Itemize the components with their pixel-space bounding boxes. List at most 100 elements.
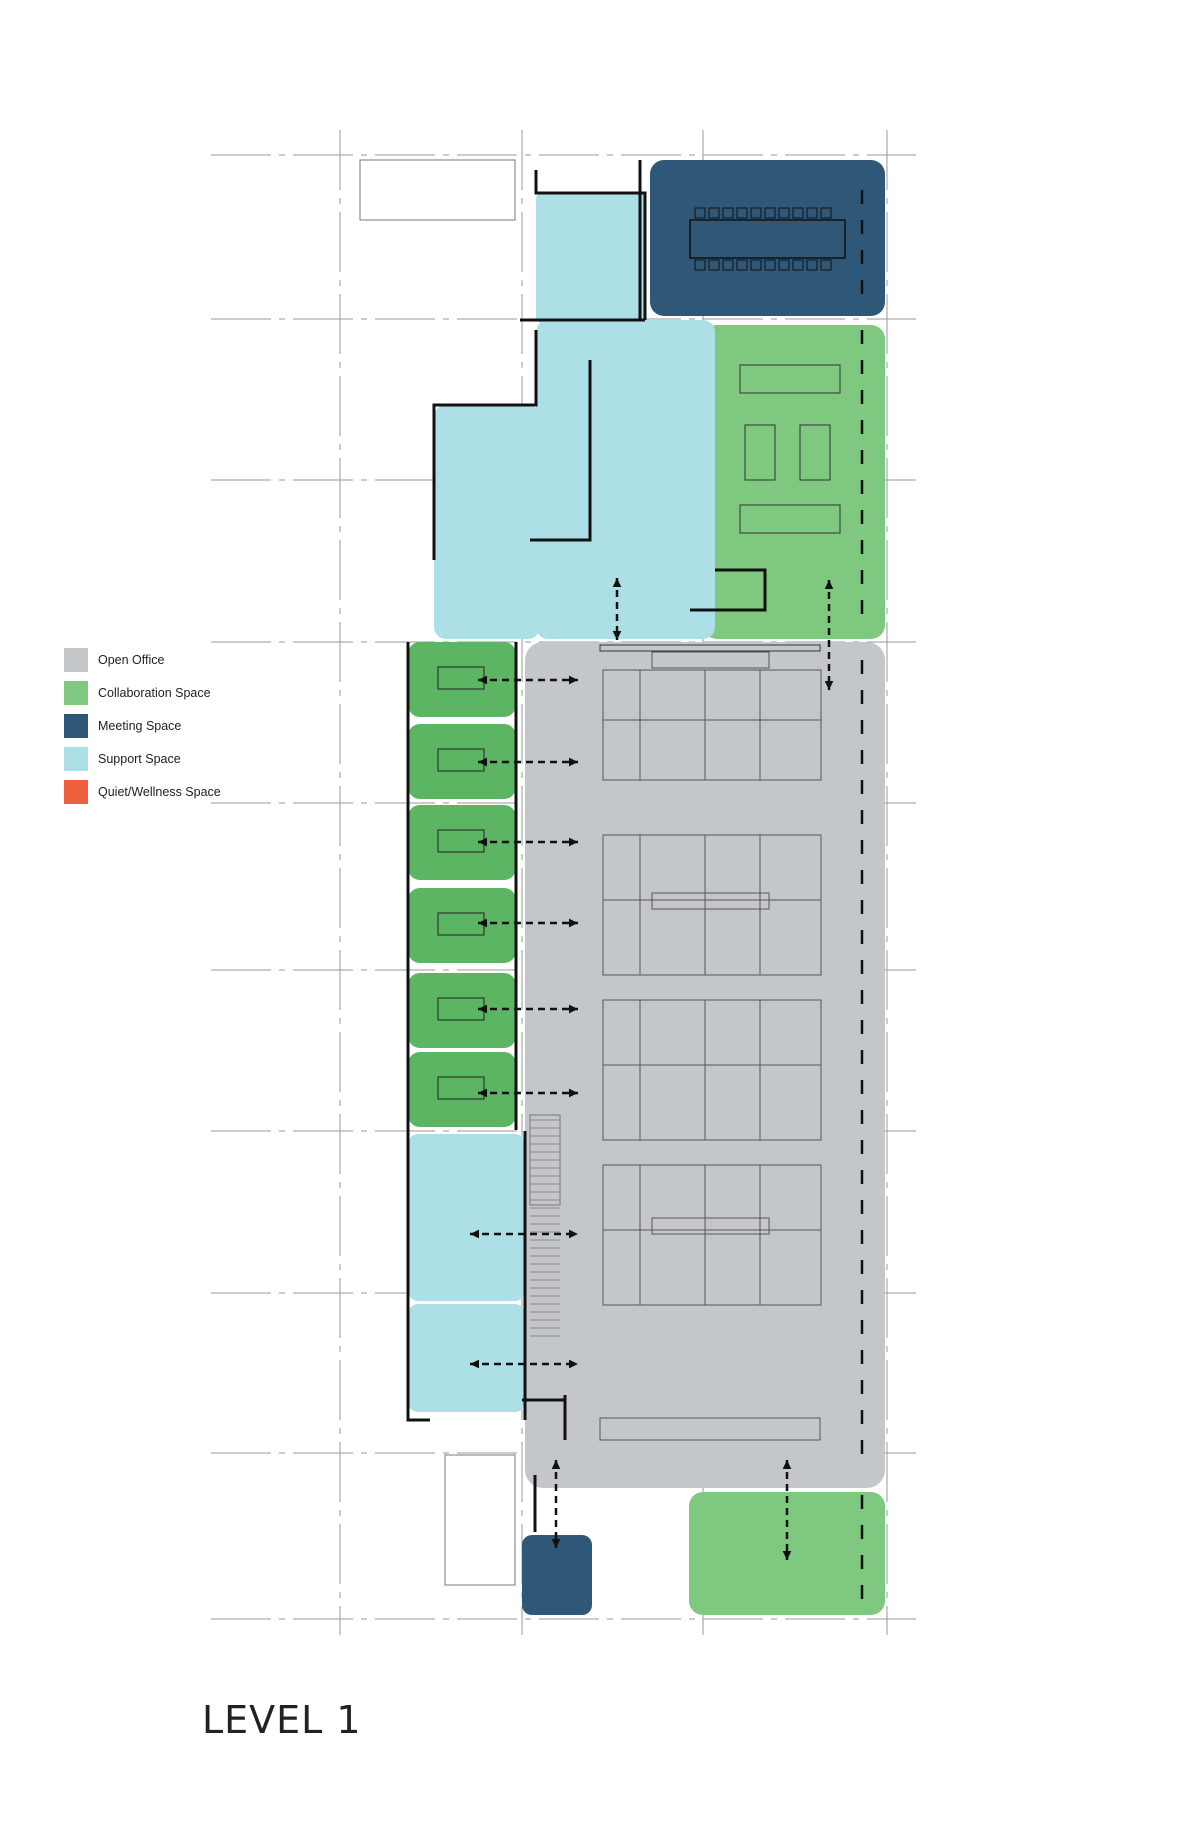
collab-table: [799, 424, 831, 481]
arrowhead: [478, 1004, 488, 1014]
chair: [694, 207, 706, 219]
small-collaboration-room: [408, 642, 516, 717]
collab-table: [739, 504, 841, 534]
arrowhead: [568, 757, 578, 767]
arrowhead: [478, 918, 488, 928]
legend-label: Support Space: [98, 751, 181, 766]
meeting-room-small: [522, 1535, 592, 1615]
chair: [778, 207, 790, 219]
circulation-arrows: [470, 190, 864, 1605]
meeting-table: [437, 1076, 485, 1100]
chair: [708, 207, 720, 219]
arrowhead: [824, 680, 834, 690]
chair: [750, 207, 762, 219]
arrowhead: [612, 578, 622, 588]
arrowhead: [478, 1088, 488, 1098]
long-bench: [599, 1417, 821, 1441]
legend: Open Office Collaboration Space Meeting …: [64, 643, 221, 808]
legend-label: Collaboration Space: [98, 685, 211, 700]
support-area-restrooms: [536, 193, 645, 323]
arrowhead: [470, 1359, 480, 1369]
chair: [806, 259, 818, 271]
small-collaboration-room: [408, 805, 516, 880]
chair: [764, 259, 776, 271]
arrowhead: [612, 630, 622, 640]
bench: [651, 1217, 770, 1235]
legend-item-collaboration: Collaboration Space: [64, 676, 221, 709]
meeting-room-large: [650, 160, 885, 316]
legend-label: Quiet/Wellness Space: [98, 784, 221, 799]
chair: [764, 207, 776, 219]
wall: [534, 170, 647, 320]
arrowhead: [824, 580, 834, 590]
stair: [359, 159, 516, 221]
bench: [651, 651, 770, 669]
wall: [432, 330, 538, 560]
chair: [722, 259, 734, 271]
chair: [806, 207, 818, 219]
legend-item-open-office: Open Office: [64, 643, 221, 676]
legend-label: Open Office: [98, 652, 165, 667]
workstation-cluster: [602, 1164, 822, 1306]
bench: [651, 892, 770, 910]
arrowhead: [782, 1550, 792, 1560]
walls: [359, 159, 767, 1586]
small-collaboration-room: [408, 973, 516, 1048]
chair: [736, 259, 748, 271]
collab-table: [744, 424, 776, 481]
arrowhead: [568, 1088, 578, 1098]
arrowhead: [478, 757, 488, 767]
arrowhead: [568, 1229, 578, 1239]
support-room-bottom: [408, 1304, 525, 1412]
stair: [444, 1454, 516, 1586]
legend-swatch: [64, 680, 88, 705]
small-collaboration-room: [408, 1052, 516, 1127]
chair: [792, 207, 804, 219]
wall: [406, 642, 430, 1422]
small-collaboration-room: [408, 888, 516, 963]
small-collaboration-room: [408, 724, 516, 799]
chair: [722, 207, 734, 219]
arrowhead: [568, 837, 578, 847]
furniture: [437, 207, 846, 1441]
legend-swatch: [64, 713, 88, 738]
workstation-cluster: [602, 669, 822, 781]
arrowhead: [478, 837, 488, 847]
counter: [599, 644, 821, 652]
wall: [530, 360, 592, 542]
zones: [408, 160, 885, 1615]
chair: [792, 259, 804, 271]
arrowhead: [470, 1229, 480, 1239]
arrowhead: [782, 1460, 792, 1470]
support-room-lower: [408, 1134, 525, 1301]
arrowhead: [568, 918, 578, 928]
legend-item-meeting: Meeting Space: [64, 709, 221, 742]
legend-swatch: [64, 647, 88, 672]
arrowhead: [568, 1359, 578, 1369]
legend-item-support: Support Space: [64, 742, 221, 775]
chair: [820, 259, 832, 271]
arrowhead: [551, 1538, 561, 1548]
level-title: LEVEL 1: [202, 1698, 362, 1742]
legend-swatch: [64, 746, 88, 771]
support-area-core: [536, 320, 715, 639]
workstation-cluster: [602, 834, 822, 976]
chair: [778, 259, 790, 271]
chair: [694, 259, 706, 271]
support-area-west: [434, 405, 540, 639]
legend-swatch: [64, 779, 88, 804]
arrowhead: [551, 1460, 561, 1470]
chair: [708, 259, 720, 271]
collab-table: [739, 364, 841, 394]
chair: [820, 207, 832, 219]
arrowhead: [568, 1004, 578, 1014]
chair: [736, 207, 748, 219]
collaboration-area-top: [703, 325, 885, 639]
chair: [750, 259, 762, 271]
conference-table: [689, 219, 846, 259]
workstation-cluster: [602, 999, 822, 1141]
arrowhead: [568, 675, 578, 685]
arrowhead: [478, 675, 488, 685]
legend-label: Meeting Space: [98, 718, 182, 733]
